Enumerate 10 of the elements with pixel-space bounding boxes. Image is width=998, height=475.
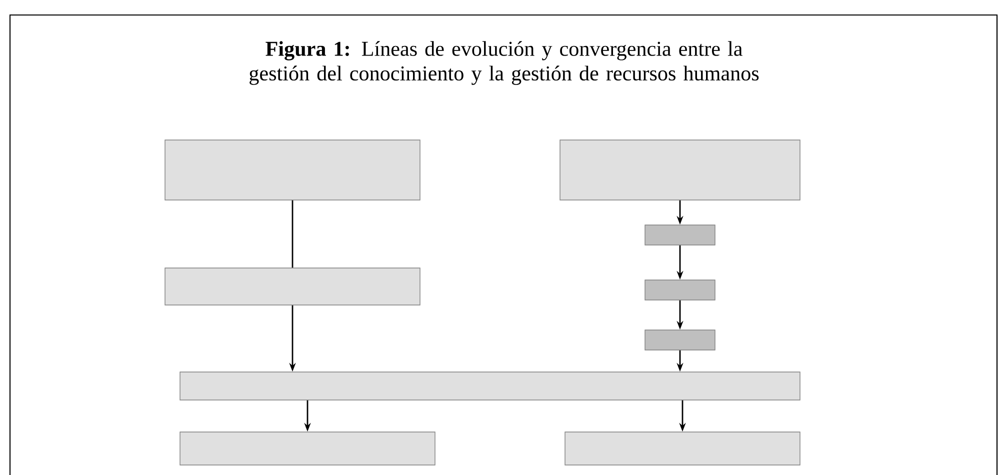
process-box	[164, 140, 420, 200]
figure-title: Figura 1: Líneas de evolución y convergencia entre la gestión del conocimiento y la gestión de recursos humanos	[250, 41, 759, 85]
process-box	[560, 140, 800, 200]
process-box	[180, 432, 436, 466]
process-box	[180, 372, 800, 400]
process-box	[644, 330, 716, 350]
process-box	[164, 268, 420, 306]
process-box	[644, 280, 716, 300]
process-box	[564, 432, 800, 466]
process-box	[644, 224, 716, 246]
